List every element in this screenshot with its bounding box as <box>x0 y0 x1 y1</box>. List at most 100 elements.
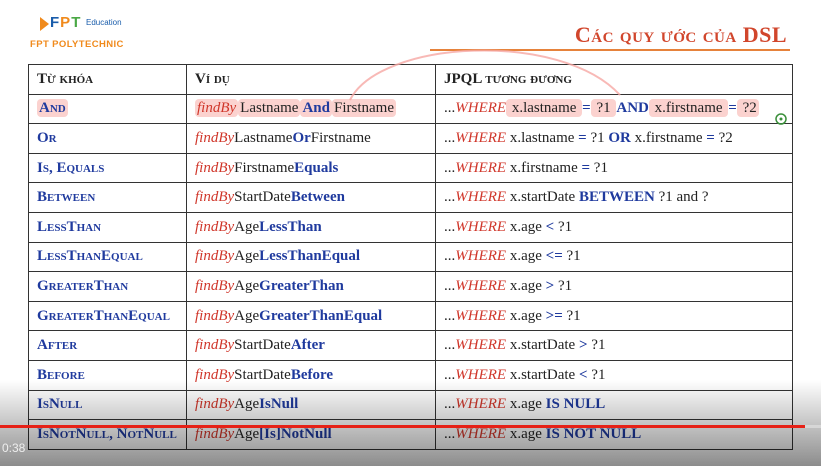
jpql-segment: WHERE <box>455 366 507 383</box>
keyword-cell: Is, Equals <box>28 152 187 184</box>
jpql-segment: ?1 <box>590 159 608 176</box>
jpql-segment: ... <box>444 159 456 176</box>
jpql-segment: x.startDate <box>506 337 579 354</box>
title-underline <box>430 49 790 51</box>
jpql-segment: ... <box>444 307 456 324</box>
keyword-text: Or <box>37 129 57 146</box>
example-segment: Age <box>234 248 260 265</box>
example-segment: findBy <box>195 425 235 442</box>
jpql-segment: AND <box>616 100 649 117</box>
example-segment: Firstname <box>310 129 371 146</box>
jpql-segment: x.lastname <box>506 99 583 118</box>
logo-polytechnic-text: FPT POLYTECHNIC <box>30 39 124 50</box>
jpql-segment: ?1 <box>590 99 617 118</box>
jpql-segment: = <box>728 100 737 117</box>
example-segment: Equals <box>294 159 339 176</box>
jpql-segment: >= <box>545 307 563 324</box>
jpql-segment: OR <box>608 129 631 146</box>
jpql-segment: WHERE <box>455 218 507 235</box>
jpql-segment: WHERE <box>455 248 507 265</box>
example-segment: findBy <box>195 218 235 235</box>
jpql-segment: ... <box>444 129 456 146</box>
jpql-segment: < <box>578 366 588 383</box>
jpql-segment: ... <box>444 396 456 413</box>
example-segment: findBy <box>195 248 235 265</box>
example-cell: findByFirstnameEquals <box>186 152 436 184</box>
jpql-segment: ... <box>444 277 456 294</box>
jpql-segment: ?1 <box>562 248 581 265</box>
example-segment: Before <box>290 366 334 383</box>
jpql-segment: x.firstname <box>506 159 582 176</box>
keyword-cell: GreaterThan <box>28 271 187 302</box>
jpql-segment: ?2 <box>714 129 733 146</box>
jpql-segment: < <box>545 218 555 235</box>
jpql-cell: ...WHERE x.startDate < ?1 <box>435 359 793 391</box>
jpql-segment: ?1 <box>587 337 606 354</box>
example-segment: LessThanEqual <box>259 248 361 265</box>
header-jpql: JPQL tương đương <box>435 64 793 95</box>
jpql-segment: WHERE <box>455 425 507 442</box>
example-segment: Firstname <box>234 159 295 176</box>
video-time-label: 0:38 <box>2 441 26 455</box>
example-segment: findBy <box>195 189 235 206</box>
jpql-segment: ?1 <box>554 218 573 235</box>
table-header-row: Từ khóa Ví dụ JPQL tương đương <box>28 64 793 95</box>
example-cell: findByAgeLessThan <box>186 211 436 243</box>
slide-title: Các quy ước của DSL <box>574 22 787 47</box>
example-segment: Age <box>234 307 260 324</box>
example-segment: findBy <box>195 277 235 294</box>
header-keyword: Từ khóa <box>28 64 187 95</box>
keyword-cell: Before <box>28 359 187 391</box>
jpql-segment: WHERE <box>455 129 507 146</box>
header-example: Ví dụ <box>186 64 436 95</box>
jpql-segment: x.firstname <box>630 129 707 146</box>
jpql-segment: ... <box>444 100 456 117</box>
jpql-segment: x.age <box>506 307 546 324</box>
example-segment: findBy <box>195 129 235 146</box>
keyword-text: Between <box>37 189 96 206</box>
example-cell: findByLastnameOrFirstname <box>186 123 436 154</box>
keyword-cell: After <box>28 330 187 361</box>
jpql-segment: WHERE <box>455 307 507 324</box>
keyword-text: Before <box>37 366 85 383</box>
keyword-cell: IsNull <box>28 389 187 421</box>
jpql-segment: ?2 <box>736 99 759 118</box>
jpql-cell: ...WHERE x.firstname = ?1 <box>435 152 793 184</box>
jpql-segment: = <box>578 129 587 146</box>
jpql-segment: x.startDate <box>506 366 579 383</box>
jpql-segment: ... <box>444 337 456 354</box>
jpql-segment: WHERE <box>455 159 507 176</box>
jpql-segment: IS NULL <box>545 396 606 413</box>
jpql-segment: ... <box>444 425 456 442</box>
example-segment: GreaterThan <box>259 277 344 294</box>
example-segment: IsNull <box>259 396 299 413</box>
jpql-segment: ?1 <box>562 307 581 324</box>
fpt-logo-arrow-icon <box>40 17 49 31</box>
example-segment: findBy <box>195 366 235 383</box>
jpql-segment: IS NOT NULL <box>545 425 642 442</box>
example-cell: findByAgeGreaterThanEqual <box>186 300 436 332</box>
example-segment: StartDate <box>234 337 291 354</box>
example-segment: Lastname <box>234 129 293 146</box>
jpql-cell: ...WHERE x.age <= ?1 <box>435 241 793 273</box>
jpql-segment: = <box>582 100 591 117</box>
jpql-cell: ...WHERE x.lastname = ?1 OR x.firstname … <box>435 123 793 154</box>
example-segment: Or <box>292 129 311 146</box>
jpql-segment: ... <box>444 248 456 265</box>
video-progress-bar[interactable] <box>0 425 821 428</box>
example-segment: After <box>290 337 325 354</box>
pointer-cursor-icon <box>775 113 787 125</box>
jpql-segment: > <box>578 337 588 354</box>
example-segment: Age <box>234 425 260 442</box>
jpql-cell: ...WHERE x.age > ?1 <box>435 271 793 302</box>
